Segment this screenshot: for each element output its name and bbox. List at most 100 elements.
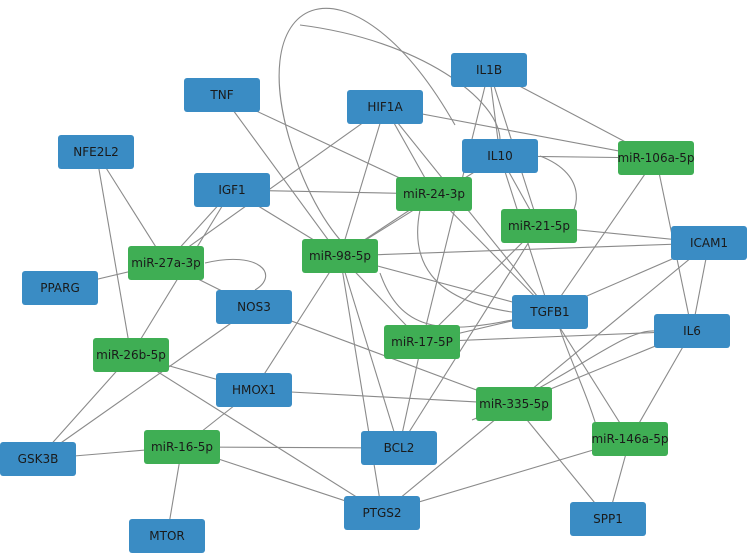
node-mir-17-5p[interactable]: miR-17-5P [384,325,460,359]
curve-mir24-tgfb1 [417,209,513,313]
node-label-mir-16-5p: miR-16-5p [151,440,213,454]
node-mir-106a-5p[interactable]: miR-106a-5p [617,141,695,175]
edge-nos3-gsk3b [37,306,255,460]
node-label-nos3: NOS3 [237,300,271,314]
edge-tgfb1-mir-146a-5p [549,311,631,440]
node-hif1a[interactable]: HIF1A [347,90,423,124]
node-label-pparg: PPARG [40,281,80,295]
edge-ptgs2-mir-98-5p [339,255,383,514]
node-ptgs2[interactable]: PTGS2 [344,496,420,530]
edge-icam1-mir-335-5p [513,242,710,405]
curve-mir27a-nos3 [204,258,267,291]
gene-box-tnf[interactable] [184,78,260,112]
mirna-box-mir-17-5p[interactable] [384,325,460,359]
mirna-box-mir-146a-5p[interactable] [592,422,668,456]
gene-box-il1b[interactable] [451,53,527,87]
node-label-ptgs2: PTGS2 [362,506,401,520]
gene-box-mtor[interactable] [129,519,205,553]
edge-nfe2l2-mir-27a-3p [95,151,167,264]
node-label-nfe2l2: NFE2L2 [73,145,118,159]
node-label-tgfb1: TGFB1 [529,305,569,319]
edge-ptgs2-mir-146a-5p [381,438,631,514]
mirna-box-mir-26b-5p[interactable] [93,338,169,372]
node-hmox1[interactable]: HMOX1 [216,373,292,407]
node-mir-16-5p[interactable]: miR-16-5p [144,430,220,464]
node-label-hif1a: HIF1A [367,100,403,114]
gene-box-il10[interactable] [462,139,538,173]
node-label-mir-17-5p: miR-17-5P [391,335,453,349]
gene-box-spp1[interactable] [570,502,646,536]
node-label-bcl2: BCL2 [384,441,415,455]
mirna-box-mir-24-3p[interactable] [396,177,472,211]
mirna-box-mir-335-5p[interactable] [476,387,552,421]
edge-spp1-mir-335-5p [513,403,609,520]
node-label-gsk3b: GSK3B [18,452,59,466]
gene-box-hmox1[interactable] [216,373,292,407]
gene-box-ptgs2[interactable] [344,496,420,530]
gene-box-igf1[interactable] [194,173,270,207]
edge-nfe2l2-mir-26b-5p [95,151,132,356]
mirna-box-mir-21-5p[interactable] [501,209,577,243]
node-mtor[interactable]: MTOR [129,519,205,553]
node-label-tnf: TNF [209,88,233,102]
mirna-box-mir-106a-5p[interactable] [618,141,694,175]
node-il1b[interactable]: IL1B [451,53,527,87]
node-nfe2l2[interactable]: NFE2L2 [58,135,134,169]
node-mir-26b-5p[interactable]: miR-26b-5p [93,338,169,372]
node-mir-27a-3p[interactable]: miR-27a-3p [128,246,204,280]
node-label-mir-26b-5p: miR-26b-5p [96,348,166,362]
edge-hif1a-mir-98-5p [339,106,386,257]
node-label-mir-98-5p: miR-98-5p [309,249,371,263]
node-tnf[interactable]: TNF [184,78,260,112]
gene-box-nos3[interactable] [216,290,292,324]
node-il10[interactable]: IL10 [462,139,538,173]
gene-box-nfe2l2[interactable] [58,135,134,169]
gene-box-icam1[interactable] [671,226,747,260]
node-icam1[interactable]: ICAM1 [671,226,747,260]
edge-hif1a-mir-27a-3p [165,106,386,264]
node-label-mir-21-5p: miR-21-5p [508,219,570,233]
edge-mir-17-5p-mir-21-5p [421,225,540,343]
node-mir-98-5p[interactable]: miR-98-5p [302,239,378,273]
edge-tgfb1-mir-24-3p [433,193,551,313]
edge-ptgs2-mir-335-5p [381,403,515,514]
gene-box-gsk3b[interactable] [0,442,76,476]
edge-hif1a-mir-106a-5p [384,106,657,159]
curve-top-arc [299,24,501,141]
node-il6[interactable]: IL6 [654,314,730,348]
edge-ptgs2-mir-26b-5p [130,354,383,514]
node-mir-21-5p[interactable]: miR-21-5p [501,209,577,243]
node-igf1[interactable]: IGF1 [194,173,270,207]
gene-box-pparg[interactable] [22,271,98,305]
edge-hmox1-mir-335-5p [253,389,515,405]
mirna-box-mir-16-5p[interactable] [144,430,220,464]
gene-box-bcl2[interactable] [361,431,437,465]
edge-bcl2-mir-17-5p [398,341,423,449]
node-label-il10: IL10 [487,149,513,163]
node-label-spp1: SPP1 [593,512,623,526]
node-spp1[interactable]: SPP1 [570,502,646,536]
mirna-box-mir-27a-3p[interactable] [128,246,204,280]
gene-box-il6[interactable] [654,314,730,348]
node-label-il1b: IL1B [476,63,502,77]
node-mir-146a-5p[interactable]: miR-146a-5p [591,422,669,456]
mirna-box-mir-98-5p[interactable] [302,239,378,273]
gene-box-hif1a[interactable] [347,90,423,124]
node-bcl2[interactable]: BCL2 [361,431,437,465]
node-pparg[interactable]: PPARG [22,271,98,305]
node-mir-24-3p[interactable]: miR-24-3p [396,177,472,211]
node-label-hmox1: HMOX1 [232,383,276,397]
node-nos3[interactable]: NOS3 [216,290,292,324]
node-label-igf1: IGF1 [218,183,245,197]
edge-tnf-mir-98-5p [221,94,341,257]
node-tgfb1[interactable]: TGFB1 [512,295,588,329]
node-gsk3b[interactable]: GSK3B [0,442,76,476]
edge-bcl2-mir-98-5p [339,255,400,449]
gene-box-tgfb1[interactable] [512,295,588,329]
node-mir-335-5p[interactable]: miR-335-5p [476,387,552,421]
edge-il6-mir-146a-5p [629,330,693,440]
curve-hif1a-loop [278,8,456,257]
